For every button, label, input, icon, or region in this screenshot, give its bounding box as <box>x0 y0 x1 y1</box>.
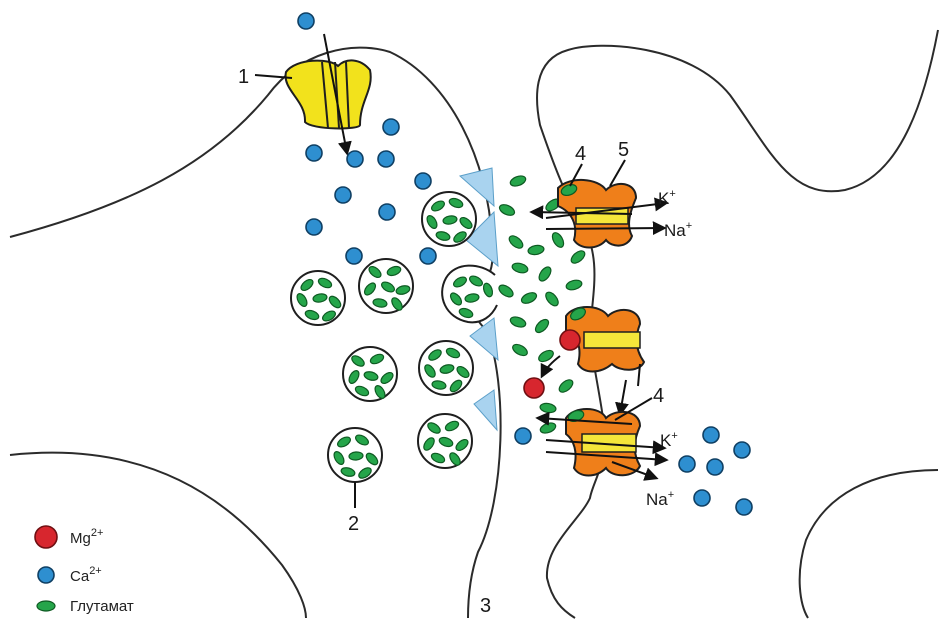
vesicle <box>328 428 382 482</box>
label-1: 1 <box>238 66 249 88</box>
receptor-bottom <box>538 409 666 478</box>
legend-ca-label: Ca2+ <box>70 565 102 585</box>
vesicle <box>419 341 473 395</box>
label-5: 5 <box>618 139 629 161</box>
fusing-vesicle <box>442 266 497 323</box>
vesicle <box>422 192 476 246</box>
legend-glutamate-swatch <box>37 601 55 611</box>
label-4-bottom: 4 <box>653 385 664 407</box>
legend-glutamate-label: Глутамат <box>70 598 134 615</box>
label-4-top: 4 <box>575 143 586 165</box>
vesicle <box>359 259 413 313</box>
vesicle <box>343 347 397 401</box>
postsynaptic-membrane-lower <box>800 470 938 618</box>
ion-na-top: Na+ <box>664 220 692 240</box>
calcium-channel <box>286 60 371 128</box>
legend-ca-swatch <box>38 567 54 583</box>
mg-ion-released <box>524 378 544 398</box>
legend-mg-label: Mg2+ <box>70 527 103 547</box>
vesicle <box>418 414 472 468</box>
legend-mg-swatch <box>35 526 57 548</box>
state-change-arrow <box>620 380 626 414</box>
ion-na-bottom: Na+ <box>646 489 674 509</box>
legend: Mg2+ Ca2+ Глутамат <box>35 526 134 615</box>
label-2: 2 <box>348 513 359 535</box>
synaptic-vesicles <box>291 192 497 482</box>
ion-k-bottom: K+ <box>660 430 678 450</box>
ion-k-top: K+ <box>658 188 676 208</box>
vesicle <box>291 271 345 325</box>
leader-line-5 <box>610 160 625 186</box>
receptor-middle <box>542 306 644 376</box>
label-3: 3 <box>480 595 491 617</box>
